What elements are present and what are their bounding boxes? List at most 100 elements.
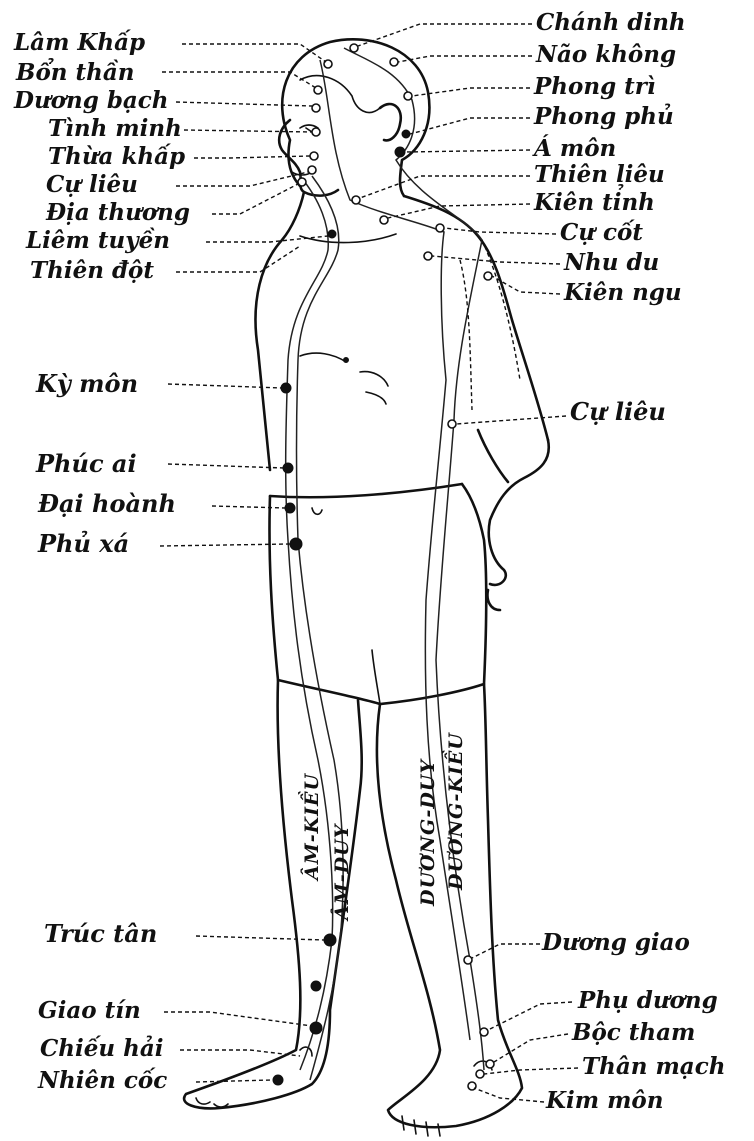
label-giao-tin: Giao tín [38, 997, 141, 1024]
label-am-duy: ÂM-DUY [330, 822, 353, 922]
leader-a-mon [406, 150, 530, 152]
leader-cu-lieu-right [456, 416, 566, 424]
point-nao-khong [390, 58, 398, 66]
am-duy-channel [297, 176, 344, 1080]
waistline [270, 484, 462, 497]
label-chieu-hai: Chiếu hải [40, 1035, 164, 1062]
label-duong-giao: Dương giao [541, 929, 690, 956]
label-phu-duong: Phụ dương [577, 987, 718, 1014]
label-chanh-dinh: Chánh dinh [536, 9, 686, 36]
leader-bon-than [162, 72, 316, 88]
point-cu-lieu-hip [448, 420, 456, 428]
leader-dai-hoanh [212, 506, 286, 508]
label-thua-khap: Thừa khấp [48, 143, 185, 170]
label-ky-mon: Kỳ môn [35, 369, 138, 398]
point-phong-tri [404, 92, 412, 100]
duong-kieu-channel [344, 48, 484, 1070]
point-kien-ngu [484, 272, 492, 280]
label-liem-tuyen: Liêm tuyền [25, 227, 170, 254]
label-nhu-du: Nhu du [563, 249, 659, 276]
label-bon-than: Bổn thần [15, 58, 134, 86]
label-than-mach: Thân mạch [582, 1053, 725, 1080]
acupoints [273, 44, 494, 1090]
label-duong-bach: Dương bạch [13, 87, 169, 114]
label-phong-tri: Phong trì [533, 73, 656, 100]
leader-duong-giao [472, 944, 540, 958]
leader-chieu-hai [180, 1050, 300, 1056]
leader-nao-khong [398, 56, 532, 62]
label-thien-dot: Thiên đột [30, 257, 154, 284]
label-lam-khap: Lâm Khấp [13, 29, 145, 56]
point-cu-cot [436, 224, 444, 232]
leader-nhu-du [432, 256, 560, 264]
leader-nhien-coc [196, 1080, 272, 1082]
point-duong-bach [312, 104, 320, 112]
point-liem-tuyen [328, 230, 336, 238]
label-kien-ngu: Kiên ngu [563, 279, 682, 306]
navel [312, 508, 322, 514]
leader-giao-tin [164, 1012, 312, 1026]
label-cu-coc: Cự cốt [560, 219, 643, 246]
nipple [344, 358, 349, 363]
leader-tinh-minh [184, 130, 312, 132]
shorts-crease [372, 650, 380, 704]
label-boc-tham: Bộc tham [571, 1019, 695, 1046]
point-ky-mon [281, 383, 291, 393]
channel-labels: ÂM-KIỀU ÂM-DUY DƯƠNG-DUY DƯƠNG-KIỀU [298, 732, 467, 922]
label-a-mon: Á môn [532, 135, 616, 162]
leader-thua-khap [194, 156, 310, 158]
point-nhu-du [424, 252, 432, 260]
label-thien-lieu: Thiên liêu [534, 161, 665, 188]
label-phu-xa: Phủ xá [37, 529, 129, 558]
label-duong-kieu: DƯƠNG-KIỀU [442, 732, 467, 891]
label-phuc-ai: Phúc ai [35, 449, 137, 478]
point-chieu-hai [310, 1022, 322, 1034]
ear [380, 104, 401, 140]
shoulder-dotted-a [460, 260, 472, 410]
label-am-kieu: ÂM-KIỀU [298, 772, 323, 882]
face-profile [279, 120, 338, 196]
arm-back-inner [478, 430, 508, 482]
point-dia-thuong [298, 178, 306, 186]
leader-thien-lieu [360, 176, 530, 198]
point-phong-phu [402, 130, 410, 138]
point-phu-xa [290, 538, 302, 550]
leader-than-mach [484, 1068, 578, 1074]
point-dai-hoanh [285, 503, 295, 513]
leader-thien-dot [176, 246, 300, 272]
leader-kim-mon [474, 1088, 544, 1102]
label-tinh-minh: Tình minh [48, 115, 182, 142]
leader-truc-tan [196, 936, 324, 940]
point-tinh-minh [312, 128, 320, 136]
leader-dia-thuong [212, 184, 298, 214]
label-duong-duy: DƯƠNG-DUY [417, 758, 439, 907]
point-phu-duong [480, 1028, 488, 1036]
point-phuc-ai [283, 463, 293, 473]
point-boc-tham [486, 1060, 494, 1068]
leader-cu-lieu-left [176, 172, 308, 186]
point-chanh-dinh [350, 44, 358, 52]
point-thua-khap [310, 152, 318, 160]
label-nhien-coc: Nhiên cốc [37, 1067, 167, 1094]
label-dia-thuong: Địa thương [45, 199, 190, 226]
leader-lines [160, 24, 578, 1102]
point-a-mon [395, 147, 405, 157]
human-figure [184, 39, 549, 1136]
point-duong-giao [464, 956, 472, 964]
label-truc-tan: Trúc tân [44, 919, 157, 948]
label-cu-lieu-right: Cự liêu [570, 397, 666, 426]
right-labels: Chánh dinh Não không Phong trì Phong phủ… [532, 9, 725, 1114]
leader-ky-mon [168, 384, 282, 388]
label-nao-khong: Não không [535, 41, 676, 68]
leader-kien-tinh [388, 204, 530, 218]
point-thien-lieu [352, 196, 360, 204]
toes-front [196, 1098, 228, 1107]
label-kim-mon: Kim môn [545, 1087, 663, 1114]
point-nhien-coc [273, 1075, 283, 1085]
label-phong-phu: Phong phủ [533, 103, 674, 130]
left-labels: Lâm Khấp Bổn thần Dương bạch Tình minh T… [13, 29, 190, 1094]
leader-duong-bach [176, 102, 312, 106]
label-kien-tinh: Kiên tỉnh [533, 185, 655, 216]
label-cu-lieu-left: Cự liêu [46, 171, 138, 198]
